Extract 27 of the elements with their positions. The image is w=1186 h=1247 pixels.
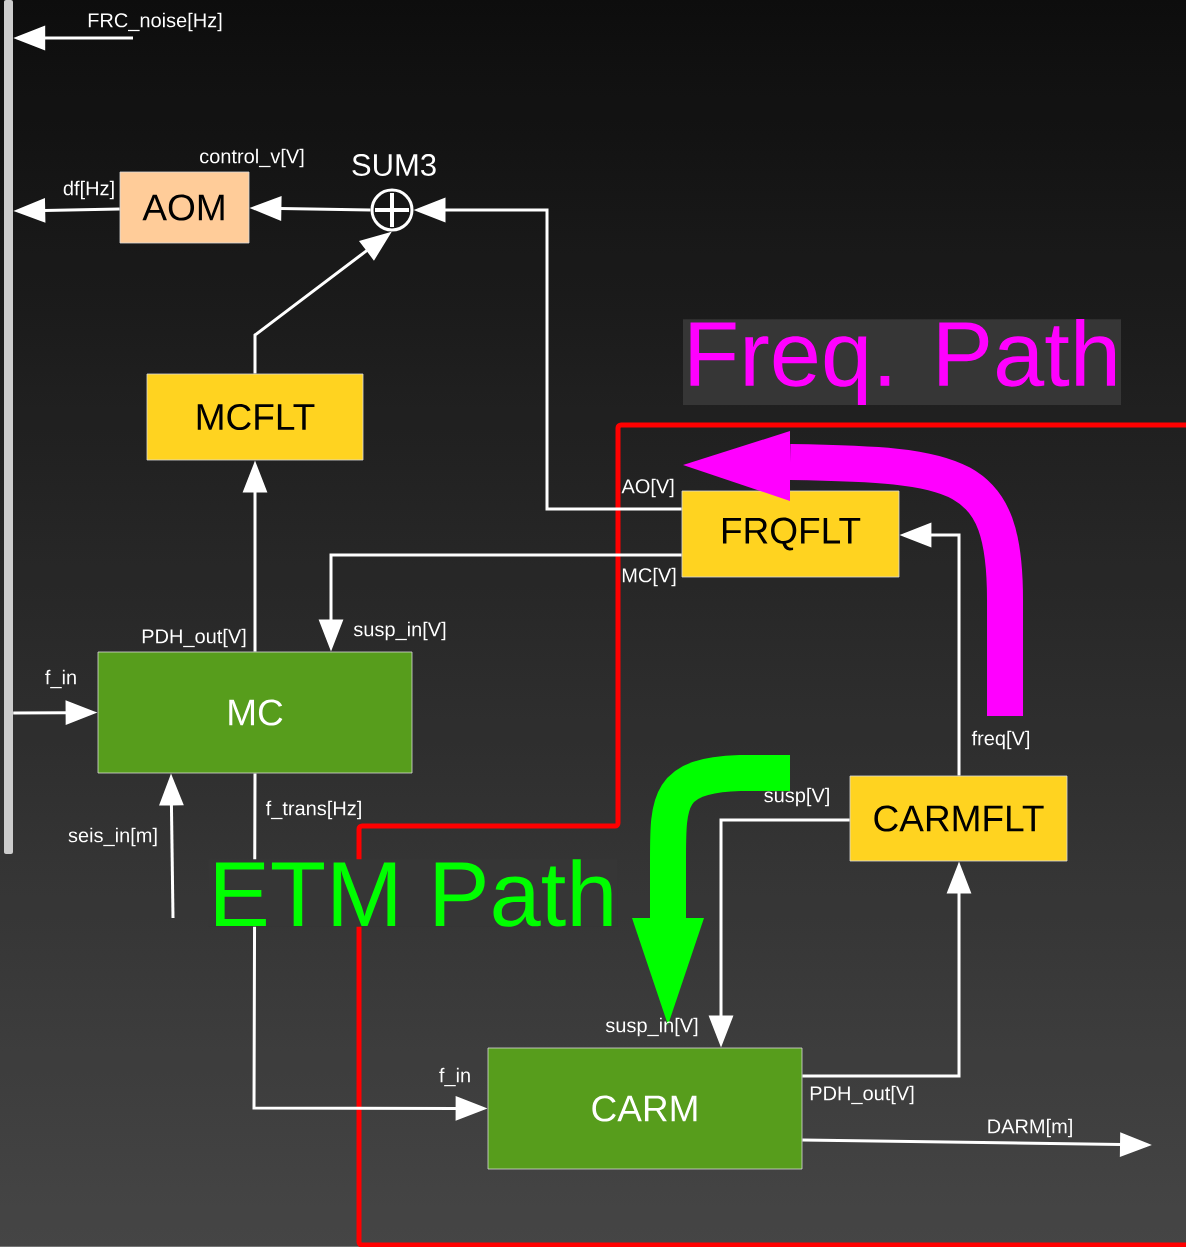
vertical-bar [4, 0, 13, 854]
filter-box: CARMFLT [849, 775, 1068, 862]
path-title: ETM Path [216, 859, 612, 927]
port-label: susp_in[V] [605, 1017, 698, 1037]
edge-label: susp[V] [764, 787, 829, 807]
edge-label: f_trans[Hz] [265, 800, 361, 820]
edge-label: MC[V] [622, 567, 676, 587]
node-label: SUM3 [352, 154, 436, 176]
edge-label: f_in [45, 669, 76, 689]
port-label: susp_in[V] [353, 621, 446, 641]
process-box: AOM [119, 171, 250, 244]
port-label: f_in [439, 1067, 470, 1087]
plant-box: CARM [487, 1047, 803, 1170]
edge-label: PDH_out[V] [810, 1085, 914, 1105]
filter-box: FRQFLT [681, 490, 900, 578]
path-title: Freq. Path [690, 319, 1115, 405]
edge-label: control_v[V] [200, 148, 304, 168]
plant-box: MC [97, 651, 413, 774]
summing-junction: SUM3 [352, 154, 436, 232]
edge-label: AO[V] [621, 478, 674, 498]
edge-label: FRC_noise[Hz] [88, 12, 222, 32]
edge-label: freq[V] [971, 730, 1030, 750]
edge-label: seis_in[m] [68, 827, 157, 847]
edge-label: df[Hz] [63, 180, 114, 200]
filter-box: MCFLT [146, 373, 364, 461]
edge-label: PDH_out[V] [142, 628, 246, 648]
edge-label: DARM[m] [988, 1118, 1072, 1138]
